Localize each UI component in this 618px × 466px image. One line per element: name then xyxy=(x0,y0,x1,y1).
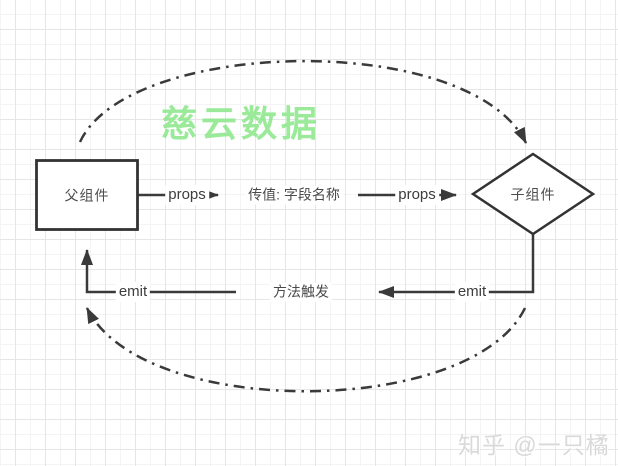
parent-node-shape xyxy=(35,159,139,231)
props-label-left: props xyxy=(165,185,209,205)
method-trigger-text: 方法触发 xyxy=(270,282,332,302)
props-label-right: props xyxy=(395,185,439,205)
zhihu-author-watermark: 知乎 @一只橘猫 xyxy=(458,432,610,458)
parent-node-label: 父组件 xyxy=(64,187,110,204)
emit-label-left: emit xyxy=(115,282,151,302)
child-node-label: 子组件 xyxy=(510,186,556,203)
pass-value-text: 传值: 字段名称 xyxy=(245,185,343,205)
edge-child-to-mid xyxy=(378,234,535,298)
child-node-shape xyxy=(470,152,596,236)
emit-label-right: emit xyxy=(454,282,490,302)
cycle-arc-top xyxy=(78,59,528,144)
center-watermark: 慈云数据 xyxy=(161,103,322,144)
cycle-arc-bottom xyxy=(85,307,527,393)
edge-mid-to-parent xyxy=(81,249,236,294)
